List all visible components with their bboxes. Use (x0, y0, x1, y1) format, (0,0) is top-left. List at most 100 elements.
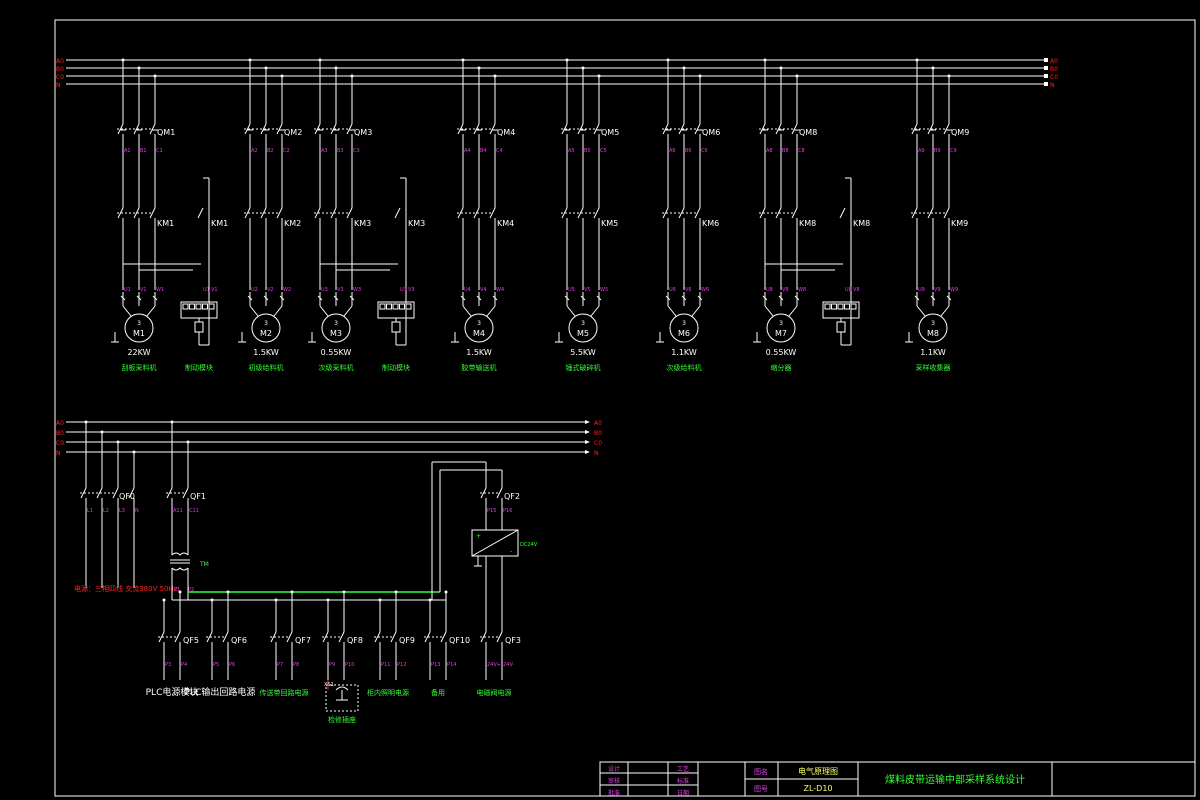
terminal-cell (844, 303, 850, 310)
motor-label: M7 (775, 329, 787, 338)
tick (681, 295, 687, 301)
terminal-label: B2 (267, 148, 274, 154)
contactor-label: KM6 (702, 219, 719, 228)
contactor-label: KM5 (601, 219, 618, 228)
motor-label: M1 (133, 329, 145, 338)
terminal-label: P4 (181, 662, 187, 668)
socket-symbol (335, 686, 349, 691)
brake-resistor (194, 321, 204, 333)
contactor-contact (244, 207, 251, 219)
terminal-label: V6 (685, 287, 692, 293)
breaker-contact (775, 123, 782, 135)
terminal-cell (824, 303, 831, 310)
tick (564, 295, 570, 301)
motor-lead (462, 305, 472, 317)
motor-label: M3 (330, 329, 342, 338)
bus-label-right: A0 (594, 420, 602, 427)
terminal-cell (182, 303, 189, 310)
polarity-mark: - (510, 548, 512, 555)
terminal-label: W8 (798, 287, 806, 293)
terminal-label: W9 (950, 287, 958, 293)
terminal-label: U8 (766, 287, 773, 293)
motor-phase-mark: 3 (931, 320, 935, 327)
motor-label: M4 (473, 329, 485, 338)
breaker-label: QM8 (799, 128, 817, 137)
motor-lead (486, 305, 496, 317)
transformer-primary (171, 552, 189, 556)
brake-contact (197, 207, 204, 219)
bus-label-left: C0 (56, 74, 64, 81)
motor-label: M6 (678, 329, 690, 338)
contactor-contact (577, 207, 584, 219)
dc-power-supply (471, 529, 519, 557)
breaker-contact (270, 631, 277, 643)
branch-name: PLC输出回路电源 (185, 686, 256, 698)
breaker-contact (489, 123, 496, 135)
bus-end-terminal (1044, 66, 1048, 70)
terminal-label: U8 (845, 287, 852, 293)
motor-phase-mark: 3 (264, 320, 268, 327)
terminal-label: W5 (600, 287, 608, 293)
branch-name: 传送带回路电源 (260, 688, 309, 697)
terminal-label: P15 (487, 508, 496, 514)
breaker-contact (593, 123, 600, 135)
supply-diagonal (471, 529, 519, 557)
breaker-label: QF0 (119, 492, 135, 501)
motor-power: 0.55KW (766, 348, 797, 357)
motor-name: 初级给料机 (249, 363, 284, 372)
breaker-contact (244, 123, 251, 135)
terminal-label: P14 (447, 662, 456, 668)
motor-phase-mark: 3 (477, 320, 481, 327)
project-title: 煤料皮带运输中部采样系统设计 (885, 773, 1025, 786)
breaker-contact (112, 487, 119, 499)
breaker-label: QM6 (702, 128, 720, 137)
tick (120, 295, 126, 301)
title-row-label: 日期 (677, 789, 689, 797)
drawing-name: 电气原理图 (798, 766, 838, 776)
terminal-label: A6 (669, 148, 676, 154)
motor-phase-mark: 3 (581, 320, 585, 327)
terminal-label: U1 (203, 287, 210, 293)
breaker-contact (480, 487, 487, 499)
terminal-cell (379, 303, 386, 310)
breaker-contact (943, 123, 950, 135)
terminal-cell (831, 303, 837, 310)
motor-lead (764, 305, 774, 317)
terminal-cell (386, 303, 392, 310)
contactor-contact (911, 207, 918, 219)
breaker-contact (128, 487, 135, 499)
breaker-label: QF2 (504, 492, 520, 501)
contactor-contact (276, 207, 283, 219)
breaker-label: QM4 (497, 128, 515, 137)
bus-label-right: B0 (1050, 66, 1058, 73)
motor-lead (590, 305, 600, 317)
motor-symbol (766, 313, 796, 343)
tick (492, 295, 498, 301)
terminal-label: A11 (173, 508, 183, 514)
contactor-contact (457, 207, 464, 219)
terminal-label: P2 (188, 587, 194, 593)
terminal-label: B1 (140, 148, 147, 154)
motor-name: 缩分器 (771, 363, 792, 372)
breaker-label: QF3 (505, 636, 521, 645)
bus-arrow (585, 430, 590, 434)
terminal-label: V8 (782, 287, 789, 293)
terminal-label: A8 (766, 148, 773, 154)
bus-arrow (585, 450, 590, 454)
terminal-label: C2 (283, 148, 290, 154)
breaker-contact (662, 123, 669, 135)
breaker-contact (374, 631, 381, 643)
brake-resistor (391, 321, 401, 333)
motor-symbol (251, 313, 281, 343)
motor-name: 胶带输送机 (462, 363, 497, 372)
brake-module-name: 制动模块 (185, 363, 213, 372)
terminal-cell (208, 303, 215, 310)
